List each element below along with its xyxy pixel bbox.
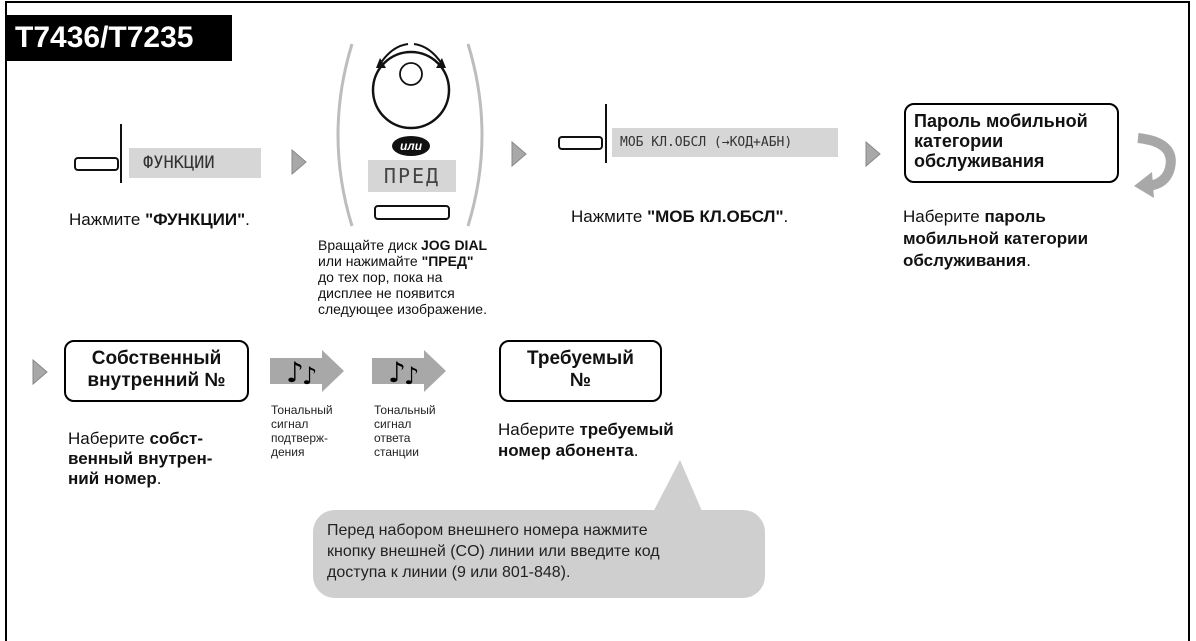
step2-parentheses xyxy=(336,43,484,227)
model-tab: T7436/T7235 xyxy=(5,15,232,61)
note-bubble: Перед набором внешнего номера нажмите кн… xyxy=(313,510,765,598)
arrow-right-icon xyxy=(511,140,527,168)
svg-text:♪: ♪ xyxy=(302,362,317,390)
step6-caption: Наберите требуемый номер абонента. xyxy=(498,420,674,460)
repeat-arrow-icon xyxy=(1134,133,1176,198)
display-divider xyxy=(120,124,122,183)
svg-text:♪: ♪ xyxy=(388,356,406,389)
function-soft-key[interactable] xyxy=(74,157,119,171)
step5-caption: Наберите собст- венный внутрен- ний номе… xyxy=(68,429,213,488)
display-mob: МОБ КЛ.ОБСЛ (→КОД+АБН) xyxy=(612,128,838,157)
note-bubble-tail xyxy=(650,460,705,518)
arrow-right-icon xyxy=(32,358,48,386)
pred-soft-key[interactable] xyxy=(374,205,450,220)
svg-text:♪: ♪ xyxy=(404,362,419,390)
arrow-right-icon xyxy=(291,148,307,176)
step4-caption: Наберите пароль мобильной категории обсл… xyxy=(903,207,1089,270)
arrow-right-icon xyxy=(865,140,881,168)
dial-tone-icon: ♪ ♪ xyxy=(372,350,446,392)
display-functions: ФУНКЦИИ xyxy=(129,148,261,178)
display-divider xyxy=(605,104,607,163)
page-frame xyxy=(5,1,1190,641)
or-badge: или xyxy=(392,136,430,156)
step2-caption: Вращайте диск JOG DIAL или нажимайте "ПР… xyxy=(318,237,488,317)
svg-text:♪: ♪ xyxy=(286,356,304,389)
jog-dial-icon[interactable] xyxy=(362,40,460,132)
own-extension-box: Собственный внутренний № xyxy=(64,340,249,402)
step3-caption: Нажмите "МОБ КЛ.ОБСЛ". xyxy=(571,207,789,226)
mob-soft-key[interactable] xyxy=(558,136,603,150)
step1-caption: Нажмите "ФУНКЦИИ". xyxy=(69,210,250,229)
display-pred: ПРЕД xyxy=(368,160,456,192)
required-number-box: Требуемый № xyxy=(499,340,662,402)
confirmation-tone-icon: ♪ ♪ xyxy=(270,350,344,392)
password-box: Пароль мобильной категории обслуживания xyxy=(904,103,1119,183)
